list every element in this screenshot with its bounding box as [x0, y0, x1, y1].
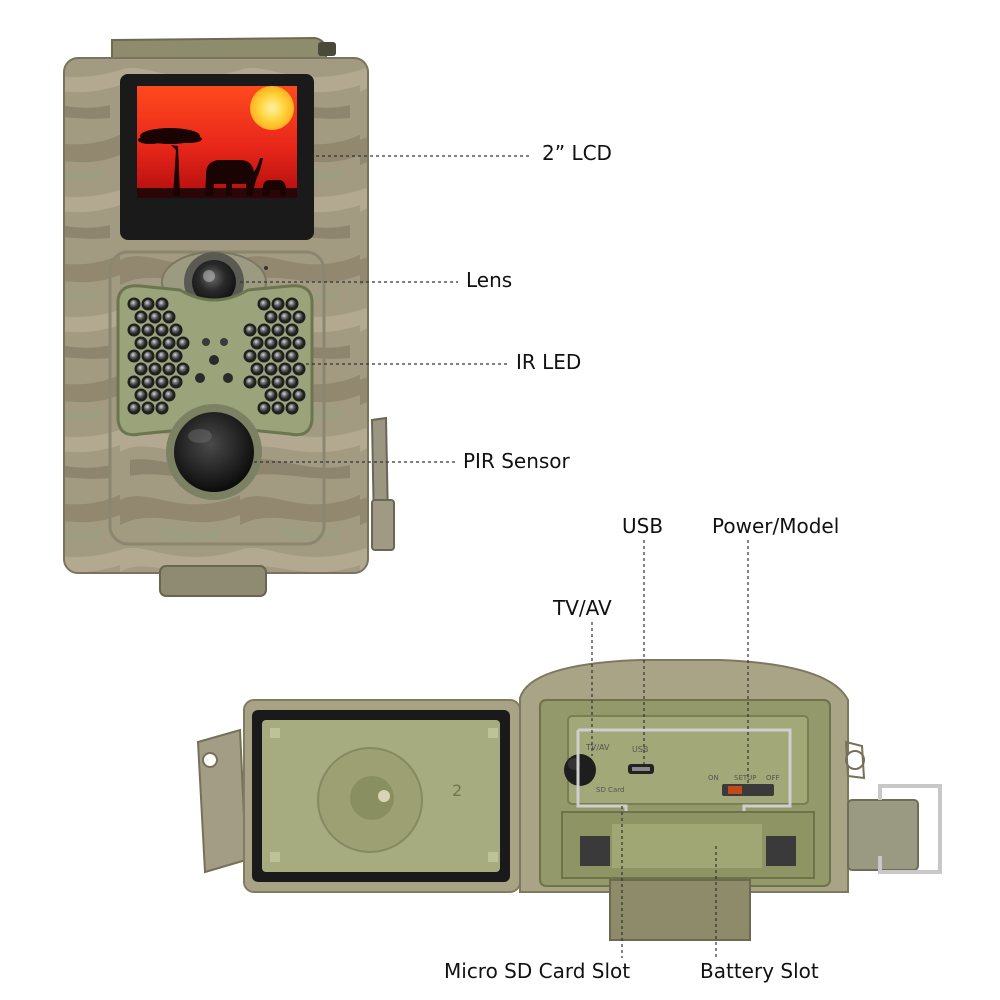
ir-led — [171, 325, 181, 335]
panel-off-label: OFF — [766, 774, 780, 782]
buckle — [847, 799, 919, 871]
callout-usb: USB — [622, 514, 664, 538]
ir-led — [136, 364, 146, 374]
lens — [192, 260, 236, 304]
callout-lcd: 2” LCD — [542, 141, 612, 165]
ir-led — [273, 351, 283, 361]
ir-led — [157, 403, 167, 413]
ir-led — [178, 364, 188, 374]
ir-led — [245, 351, 255, 361]
ir-led — [136, 390, 146, 400]
panel-on-label: ON — [708, 774, 719, 782]
ir-led — [294, 390, 304, 400]
ir-led — [150, 338, 160, 348]
door-number: 2 — [452, 781, 462, 800]
ir-led — [266, 390, 276, 400]
tripod-mount — [159, 565, 267, 597]
ir-led — [287, 351, 297, 361]
ir-led — [287, 377, 297, 387]
pir-sensor — [174, 412, 254, 492]
ir-led — [252, 364, 262, 374]
lcd-screen — [137, 86, 297, 198]
callout-lens: Lens — [466, 268, 513, 292]
callout-ir-led: IR LED — [516, 350, 582, 374]
ir-led — [294, 364, 304, 374]
leader-lines — [240, 155, 749, 958]
ir-led — [129, 325, 139, 335]
tv-av-port — [564, 754, 596, 786]
panel-setup-label: SETUP — [734, 774, 757, 782]
ir-led — [266, 338, 276, 348]
strap-clip — [318, 42, 336, 56]
ir-led — [129, 299, 139, 309]
ir-led — [294, 312, 304, 322]
ir-led — [259, 377, 269, 387]
ir-led — [143, 299, 153, 309]
panel-sd-label: SD Card — [596, 786, 624, 794]
ir-led — [171, 377, 181, 387]
ir-led — [273, 403, 283, 413]
ir-led — [157, 351, 167, 361]
ir-led — [164, 364, 174, 374]
ir-led — [259, 403, 269, 413]
ir-led — [171, 351, 181, 361]
ir-led — [164, 390, 174, 400]
ir-led — [129, 377, 139, 387]
ir-led — [143, 377, 153, 387]
ir-led — [259, 299, 269, 309]
camera-open: 2 TV/AV USB ON SETUP OFF SD Card — [196, 659, 942, 941]
ir-led — [143, 403, 153, 413]
ir-led — [280, 364, 290, 374]
panel-tv-label: TV/AV — [585, 743, 610, 752]
ir-led — [136, 338, 146, 348]
ir-led — [150, 364, 160, 374]
callout-battery-slot: Battery Slot — [700, 959, 819, 983]
ir-led — [150, 312, 160, 322]
ir-led — [280, 390, 290, 400]
callout-tv-av: TV/AV — [553, 596, 612, 620]
ir-led — [164, 312, 174, 322]
ir-led — [266, 312, 276, 322]
ir-led — [287, 299, 297, 309]
ir-led — [136, 312, 146, 322]
ir-led — [164, 338, 174, 348]
ir-led — [273, 377, 283, 387]
ir-led — [178, 338, 188, 348]
ir-led — [294, 338, 304, 348]
ir-led — [245, 377, 255, 387]
ir-led — [157, 377, 167, 387]
ir-led — [280, 312, 290, 322]
ir-led — [157, 299, 167, 309]
ir-led — [273, 299, 283, 309]
strap — [609, 879, 751, 941]
callout-micro-sd: Micro SD Card Slot — [444, 959, 631, 983]
ir-led — [150, 390, 160, 400]
ir-led — [280, 338, 290, 348]
ir-led — [259, 325, 269, 335]
ir-led — [129, 403, 139, 413]
ir-led — [143, 325, 153, 335]
ir-led — [252, 338, 262, 348]
ir-led — [143, 351, 153, 361]
ir-led — [245, 325, 255, 335]
ir-led — [273, 325, 283, 335]
ir-led — [266, 364, 276, 374]
ir-led — [129, 351, 139, 361]
camera-front — [63, 36, 395, 597]
ir-led — [157, 325, 167, 335]
ir-led-array-left — [127, 297, 190, 415]
ir-led — [287, 325, 297, 335]
ir-led — [287, 403, 297, 413]
callout-pir-sensor: PIR Sensor — [463, 449, 570, 473]
panel-usb-label: USB — [632, 745, 648, 754]
callout-power-model: Power/Model — [712, 514, 840, 538]
ir-led — [259, 351, 269, 361]
ir-led-array-right — [243, 297, 306, 415]
